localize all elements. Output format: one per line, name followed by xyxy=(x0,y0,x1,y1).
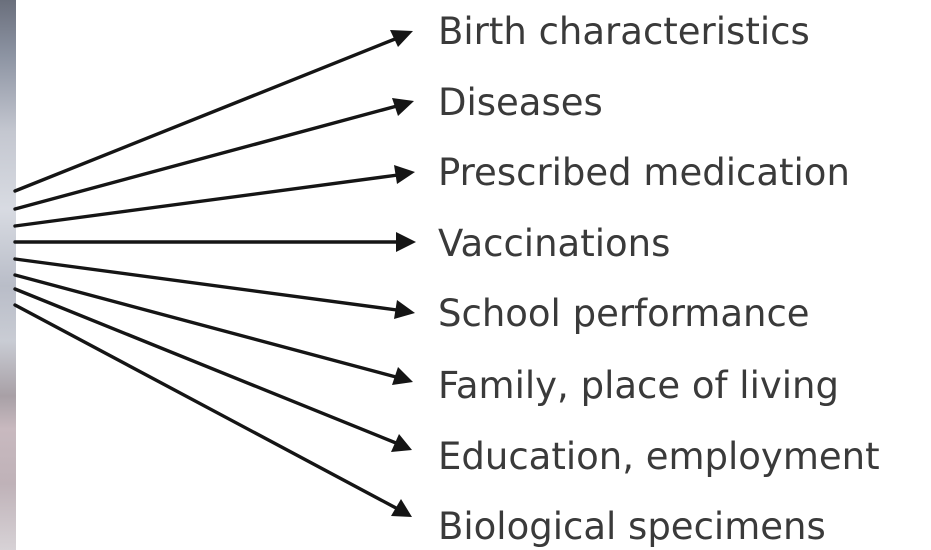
arrow-1 xyxy=(13,30,413,193)
label-education-employment: Education, employment xyxy=(438,435,880,478)
arrow-8 xyxy=(13,303,412,517)
arrow-5 xyxy=(13,257,415,319)
label-school-performance: School performance xyxy=(438,292,810,335)
cropped-photo-edge xyxy=(0,0,16,550)
label-biological-specimens: Biological specimens xyxy=(438,505,826,548)
arrow-6 xyxy=(13,273,413,385)
label-diseases: Diseases xyxy=(438,81,603,124)
label-family-place-of-living: Family, place of living xyxy=(438,364,839,407)
arrow-7 xyxy=(13,287,412,452)
arrow-2 xyxy=(13,98,414,211)
arrow-3 xyxy=(13,165,415,228)
arrow-4 xyxy=(13,232,416,252)
label-vaccinations: Vaccinations xyxy=(438,222,671,265)
label-prescribed-medication: Prescribed medication xyxy=(438,151,850,194)
label-birth-characteristics: Birth characteristics xyxy=(438,10,810,53)
